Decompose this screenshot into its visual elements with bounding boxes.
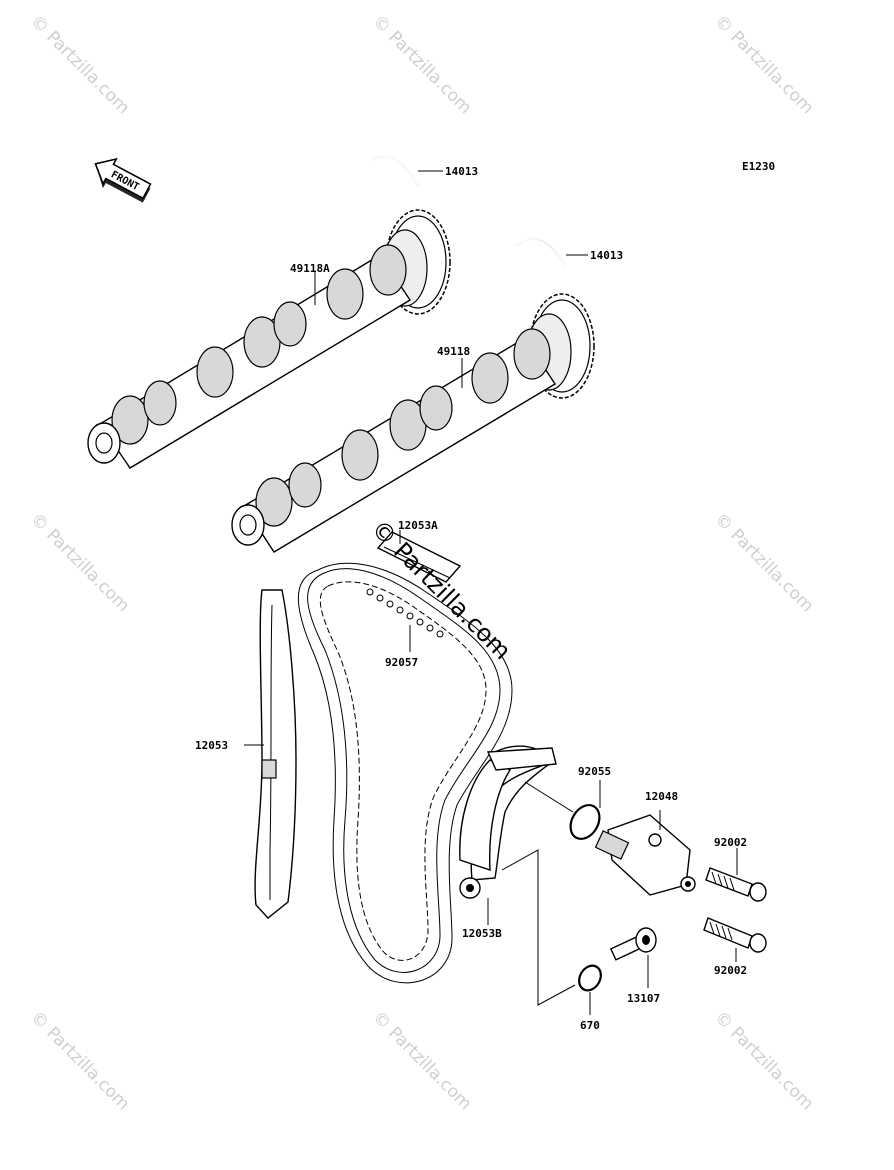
diagram-code: E1230 [742, 160, 775, 173]
o-ring-670 [501, 849, 602, 1015]
watermark: © Partzilla.com [26, 509, 133, 616]
label-92055: 92055 [578, 765, 611, 778]
wire-clip-top [371, 155, 443, 187]
chain-guide-12053a [376, 531, 462, 583]
watermark: © Partzilla.com [26, 1007, 133, 1114]
label-49118: 49118 [437, 345, 470, 358]
wire-clip-right [516, 238, 588, 266]
watermark: © Partzilla.com [710, 1007, 817, 1114]
watermark: © Partzilla.com [710, 11, 817, 118]
label-14013-top: 14013 [445, 165, 478, 178]
chain-tensioner-12048 [594, 810, 696, 896]
watermark: © Partzilla.com [710, 509, 817, 616]
label-92057: 92057 [385, 656, 418, 669]
label-92002-top: 92002 [714, 836, 747, 849]
label-12053b: 12053B [462, 927, 502, 940]
label-92002-bottom: 92002 [714, 964, 747, 977]
camshaft-49118 [231, 293, 595, 553]
front-arrow-icon: FRONT [94, 157, 152, 203]
label-49118a: 49118A [290, 262, 330, 275]
bolt-92002-bottom [703, 917, 767, 962]
watermark: © Partzilla.com [26, 11, 133, 118]
camshaft-49118a [87, 209, 451, 469]
center-watermark: © Partzilla.com [366, 514, 517, 665]
watermark: © Partzilla.com [368, 1007, 475, 1114]
o-ring-92055 [524, 780, 601, 840]
label-14013-right: 14013 [590, 249, 623, 262]
cam-chain-92057 [297, 562, 513, 984]
label-13107: 13107 [627, 992, 660, 1005]
watermark: © Partzilla.com [368, 11, 475, 118]
label-670: 670 [580, 1019, 600, 1032]
label-12048: 12048 [645, 790, 678, 803]
bolt-92002-top [705, 848, 767, 902]
tensioner-guide-12053b [459, 745, 557, 899]
chain-guide-12053 [254, 589, 297, 919]
label-12053: 12053 [195, 739, 228, 752]
label-12053a: 12053A [398, 519, 438, 532]
plug-13107 [609, 927, 657, 988]
